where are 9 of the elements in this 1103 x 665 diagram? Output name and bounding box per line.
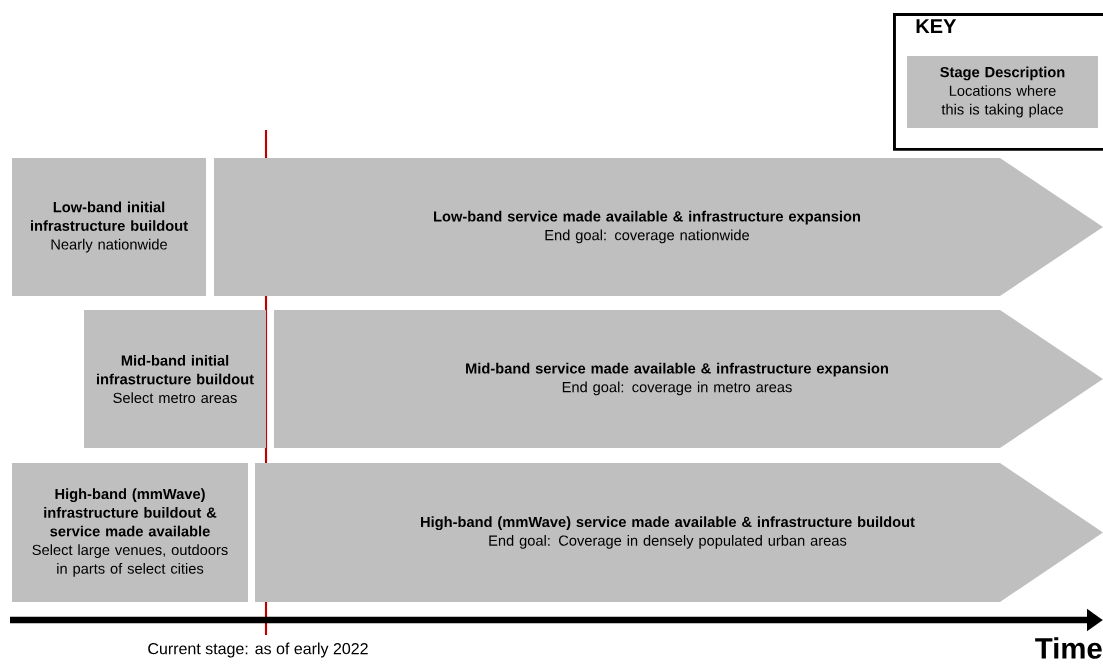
- chevron-banner: High-band (mmWave) service made available & infrastructure buildout End goal: Coverage in densely populated urban areas: [255, 463, 1103, 602]
- axis-label: Time: [1035, 637, 1102, 659]
- chevron-banner: Mid-band service made available & infrastructure expansion End goal: coverage in metro areas: [274, 310, 1103, 448]
- current-stage-label: Current stage: as of early 2022: [148, 642, 368, 658]
- stage-box: Low-band initial infrastructure buildout Nearly nationwide: [12, 158, 206, 296]
- stage-box: Stage Description Locations where this is taking place: [907, 56, 1098, 128]
- stage-box: Mid-band initial infrastructure buildout Select metro areas: [84, 310, 266, 448]
- chevron-banner: Low-band service made available & infrastructure expansion End goal: coverage nationwide: [214, 158, 1103, 296]
- stage-box: High-band (mmWave) infrastructure buildout & service made available Select large venues, outdoors in parts of select cities: [12, 463, 248, 602]
